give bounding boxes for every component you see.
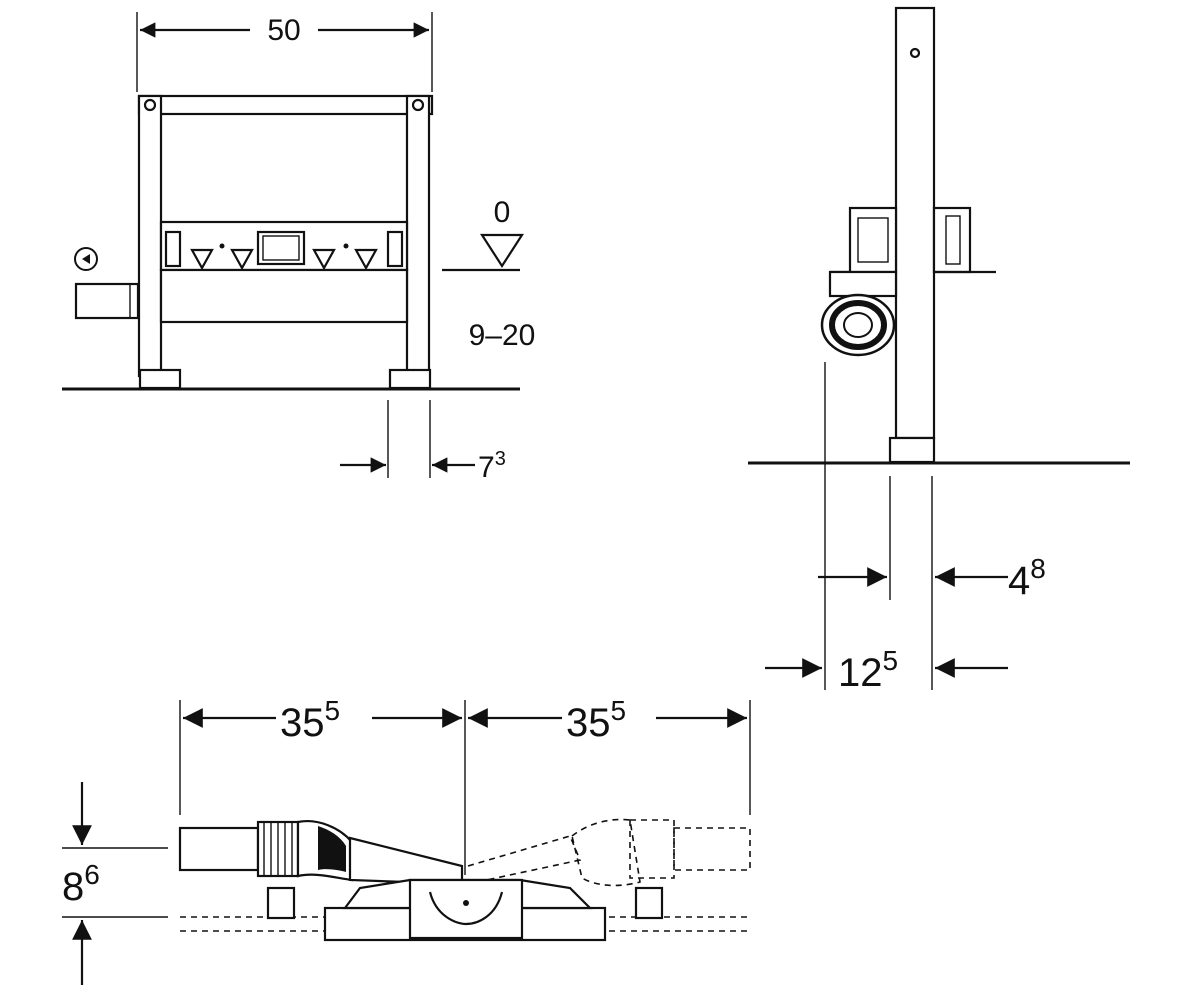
front-foot-offset-label: 73 [478,448,506,484]
bottom-left-span-dimension: 355 [183,695,462,745]
side-total-depth-base: 12 [838,651,883,695]
side-view: 48 125 [748,6,1130,695]
side-frame-depth-base: 4 [1008,559,1030,603]
front-height-range-label: 9–20 [469,319,536,352]
bottom-right-span-label: 355 [566,695,626,745]
circle-info-icon [74,247,98,271]
bottom-left-span-sup: 5 [325,695,341,726]
bottom-right-span-sup: 5 [611,695,627,726]
front-width-dimension: 50 [136,12,433,92]
side-total-depth-label: 125 [838,645,898,695]
front-foot-offset-dimension: 73 [340,400,506,484]
side-total-depth-sup: 5 [883,645,899,676]
side-frame-depth-dimension: 48 [818,553,1046,603]
side-frame-depth-sup: 8 [1030,553,1046,584]
side-frame-depth-label: 48 [1008,553,1046,603]
front-view: 50 [62,12,535,484]
bottom-height-dimension: 86 [62,782,168,985]
bottom-height-sup: 6 [84,859,100,890]
front-width-label: 50 [267,14,300,47]
bottom-right-span-base: 35 [566,701,611,745]
front-level-label: 0 [494,196,511,229]
bottom-height-base: 8 [62,865,84,909]
side-elbow-pipe [820,293,896,357]
front-foot-offset-sup: 3 [495,448,506,470]
bottom-base-plate [266,878,664,942]
side-total-depth-dimension: 125 [765,645,1008,695]
front-frame [74,94,434,390]
bottom-right-span-dimension: 355 [468,695,747,745]
bottom-height-label: 86 [62,859,100,909]
bottom-view: 355 355 86 [62,695,751,985]
bottom-left-span-label: 355 [280,695,340,745]
bottom-left-pipe [178,820,464,886]
front-foot-offset-base: 7 [478,451,495,484]
bottom-left-span-base: 35 [280,701,325,745]
triangle-level-icon [442,233,525,272]
bottom-right-pipe-dashed [467,818,751,887]
